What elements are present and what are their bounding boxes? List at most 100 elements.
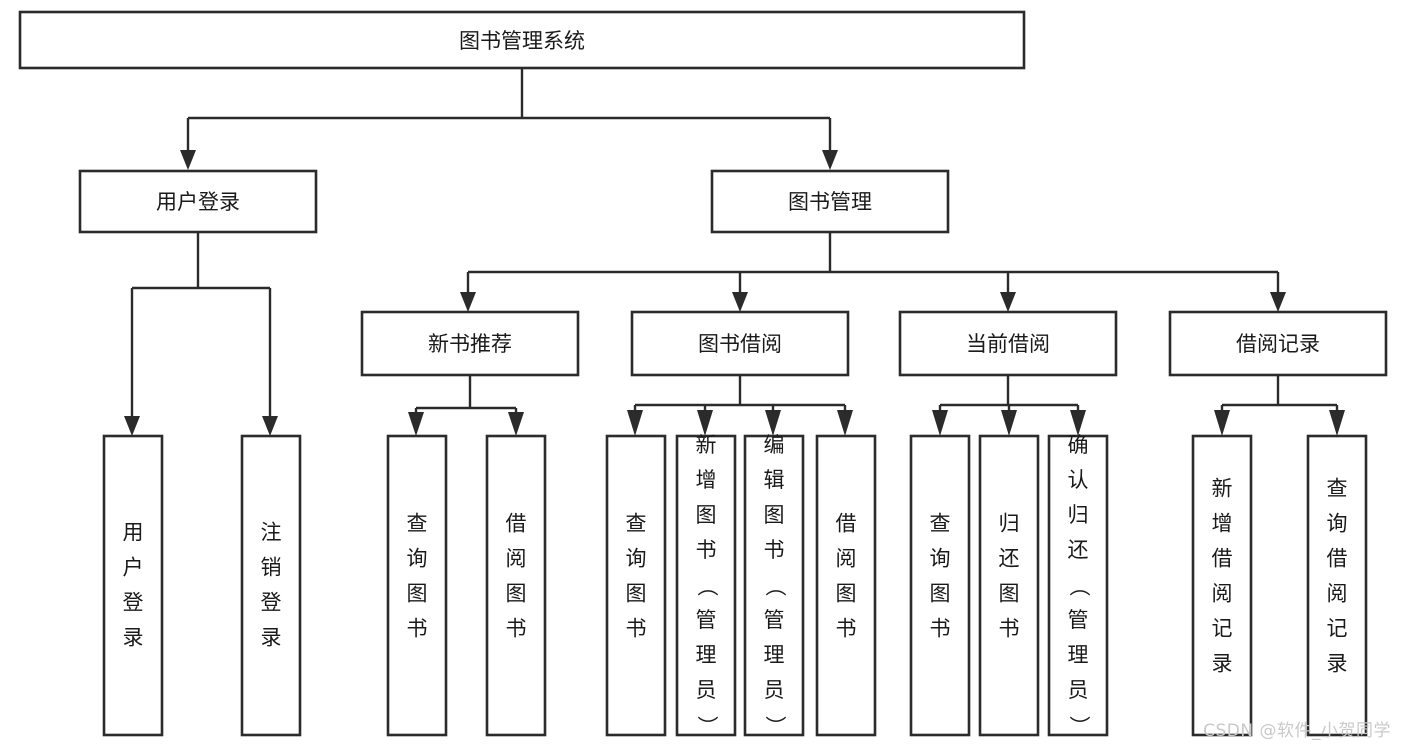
node-book-borrow-box[interactable] xyxy=(630,310,850,377)
node-new-book-rec-label: 新书推荐 xyxy=(428,332,512,356)
node-current-borrow-box[interactable] xyxy=(898,310,1118,377)
svg-text:查: 查 xyxy=(407,512,428,536)
node-leaf-query-record-box[interactable] xyxy=(1306,434,1368,737)
node-leaf-user-login-box[interactable] xyxy=(102,434,164,737)
node-current-borrow-label: 当前借阅 xyxy=(966,332,1050,356)
svg-text:管: 管 xyxy=(696,608,717,632)
node-borrow-record-box[interactable] xyxy=(1168,310,1388,377)
svg-text:查: 查 xyxy=(626,512,647,536)
node-user-login[interactable]: 用户登录 xyxy=(78,169,318,234)
svg-text:录: 录 xyxy=(261,626,282,650)
svg-text:书: 书 xyxy=(696,538,717,562)
svg-text:户: 户 xyxy=(123,556,144,580)
connector-layer xyxy=(124,68,1345,436)
arrow-user-login-b-icon xyxy=(262,416,278,436)
node-leaf-query-book-3-box[interactable] xyxy=(909,434,971,737)
svg-text:书: 书 xyxy=(626,617,647,641)
node-leaf-query-book-2-box[interactable] xyxy=(605,434,667,737)
node-leaf-confirm-return-box[interactable] xyxy=(1047,434,1109,737)
svg-text:录: 录 xyxy=(123,626,144,650)
svg-text:询: 询 xyxy=(1327,512,1348,536)
svg-text:员: 员 xyxy=(764,678,785,702)
svg-text:借: 借 xyxy=(1327,547,1348,571)
node-book-borrow[interactable]: 图书借阅 xyxy=(630,310,850,377)
svg-text:图: 图 xyxy=(407,582,428,606)
svg-text:书: 书 xyxy=(930,617,951,641)
node-new-book-rec-box[interactable] xyxy=(360,310,580,377)
node-leaf-query-book-1-box[interactable] xyxy=(386,434,448,737)
node-leaf-user-login-label: 用户登录 xyxy=(123,521,144,650)
svg-text:管: 管 xyxy=(1068,608,1089,632)
node-current-borrow[interactable]: 当前借阅 xyxy=(898,310,1118,377)
svg-text:归: 归 xyxy=(1068,503,1089,527)
svg-text:借: 借 xyxy=(836,512,857,536)
node-book-manage-box[interactable] xyxy=(710,169,950,234)
svg-text:借: 借 xyxy=(506,512,527,536)
arrow-br-b-icon xyxy=(1329,410,1345,436)
node-leaf-borrow-book-1-box[interactable] xyxy=(485,434,547,737)
node-leaf-borrow-book-2-box[interactable] xyxy=(815,434,877,737)
svg-text:阅: 阅 xyxy=(1327,582,1348,606)
arrow-cb-b-icon xyxy=(1001,410,1017,436)
svg-text:录: 录 xyxy=(1212,652,1233,676)
svg-text:阅: 阅 xyxy=(836,547,857,571)
node-book-manage[interactable]: 图书管理 xyxy=(710,169,950,234)
svg-text:确: 确 xyxy=(1068,433,1089,457)
node-leaf-logout-box[interactable] xyxy=(240,434,302,737)
svg-text:询: 询 xyxy=(626,547,647,571)
svg-text:书: 书 xyxy=(836,617,857,641)
node-borrow-record[interactable]: 借阅记录 xyxy=(1168,310,1388,377)
node-user-login-label: 用户登录 xyxy=(156,190,240,214)
svg-text:注: 注 xyxy=(261,521,282,545)
svg-text:阅: 阅 xyxy=(1212,582,1233,606)
node-root[interactable]: 图书管理系统 xyxy=(18,10,1026,70)
node-user-login-box[interactable] xyxy=(78,169,318,234)
svg-text:）: ） xyxy=(763,716,787,737)
arrow-bm-to-borrow-record-icon xyxy=(1270,292,1286,312)
node-root-box[interactable] xyxy=(18,10,1026,70)
arrow-cb-a-icon xyxy=(932,410,948,436)
svg-text:查: 查 xyxy=(1327,477,1348,501)
node-leaf-return-book-box[interactable] xyxy=(978,434,1040,737)
svg-text:员: 员 xyxy=(1068,678,1089,702)
node-leaf-user-login[interactable]: 用户登录 xyxy=(102,434,164,737)
svg-text:记: 记 xyxy=(1212,617,1233,641)
svg-text:记: 记 xyxy=(1327,617,1348,641)
arrow-root-to-book-manage-icon xyxy=(822,150,838,170)
node-new-book-rec[interactable]: 新书推荐 xyxy=(360,310,580,377)
node-leaf-add-book-box[interactable] xyxy=(675,434,737,737)
svg-text:辑: 辑 xyxy=(764,468,785,492)
svg-text:员: 员 xyxy=(696,678,717,702)
svg-text:录: 录 xyxy=(1327,652,1348,676)
svg-text:理: 理 xyxy=(764,643,785,667)
arrow-cb-c-icon xyxy=(1070,410,1086,436)
node-book-borrow-label: 图书借阅 xyxy=(698,332,782,356)
svg-text:销: 销 xyxy=(261,556,282,580)
node-leaf-add-record-box[interactable] xyxy=(1191,434,1253,737)
node-leaf-edit-book-box[interactable] xyxy=(743,434,805,737)
svg-text:询: 询 xyxy=(930,547,951,571)
svg-text:理: 理 xyxy=(1068,643,1089,667)
svg-text:（: （ xyxy=(1067,576,1091,597)
svg-text:登: 登 xyxy=(123,591,144,615)
svg-text:书: 书 xyxy=(506,617,527,641)
